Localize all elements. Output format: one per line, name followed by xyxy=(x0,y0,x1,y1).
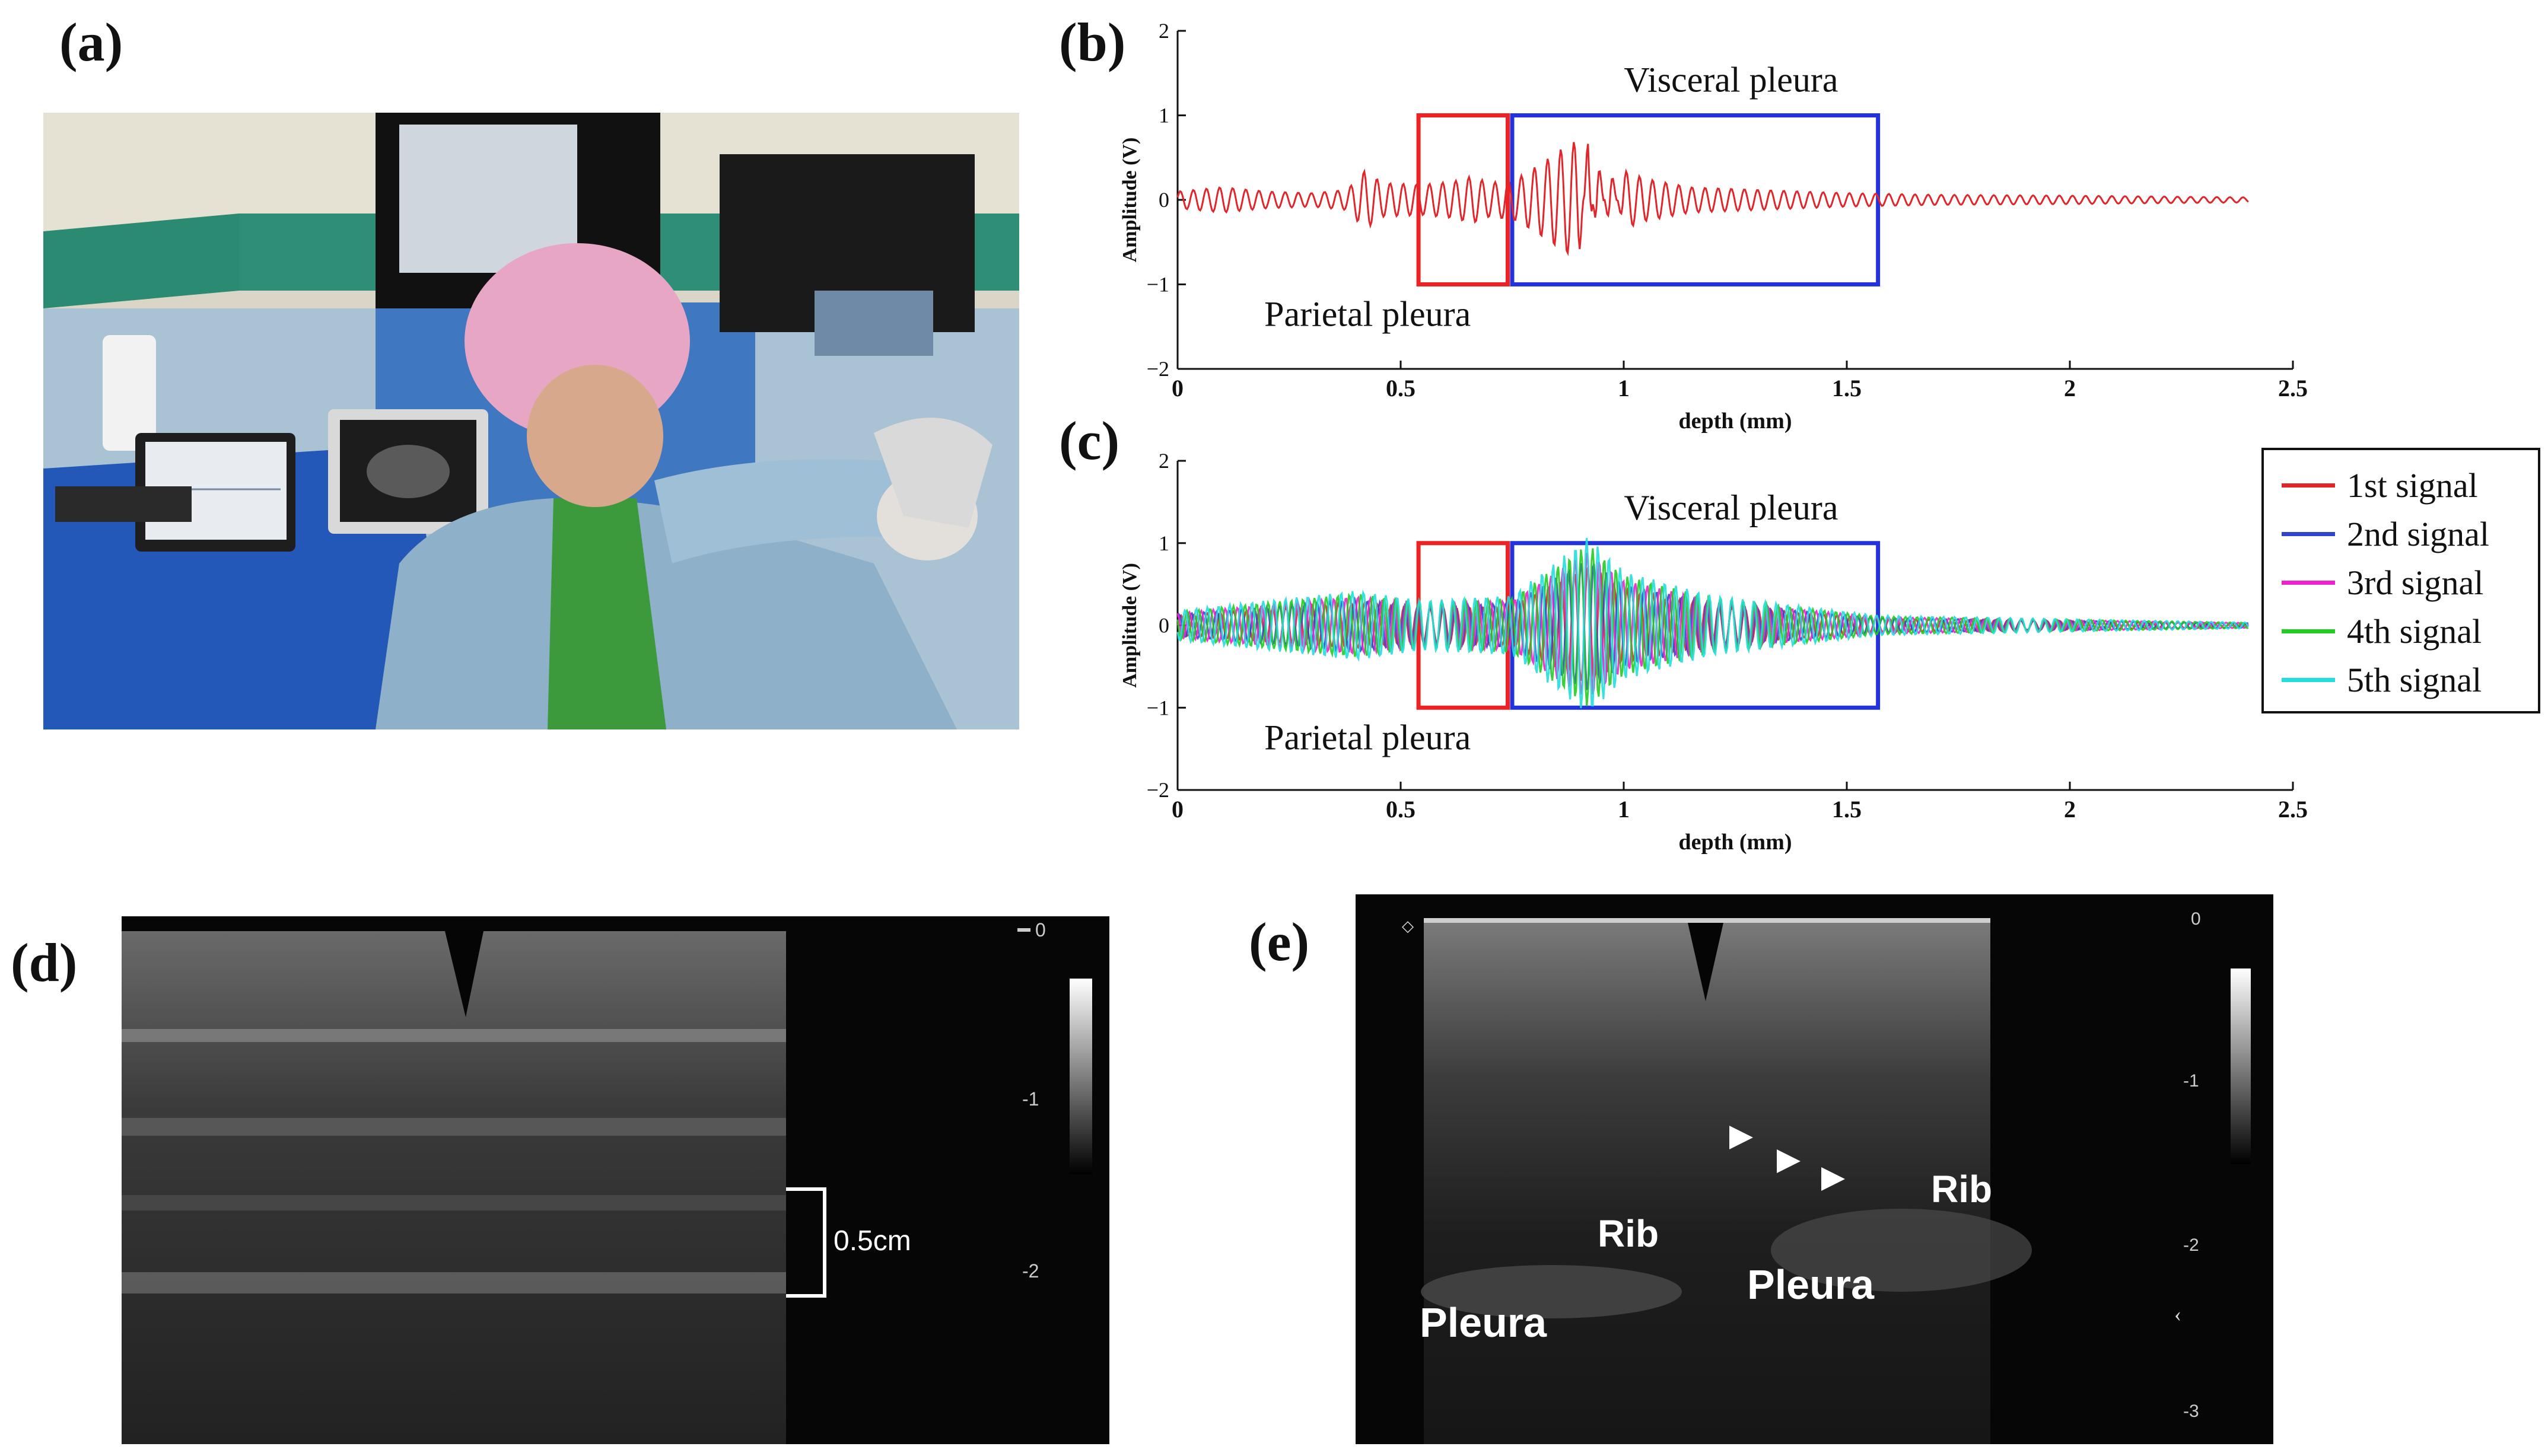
depth-tick-e-3: -3 xyxy=(2183,1401,2199,1421)
y-tick-label: −1 xyxy=(1147,273,1169,297)
parietal-pleura-box xyxy=(1416,113,1510,286)
legend-swatch-3rd xyxy=(2282,581,2335,585)
y-tick-label: 1 xyxy=(1159,104,1169,128)
panel-label-a: (a) xyxy=(59,12,123,72)
ultrasound-image-d: 0.5cm 0 -1 -2 xyxy=(122,916,1109,1444)
x-tick-label: 0 xyxy=(1172,796,1184,823)
y-tick-label: 1 xyxy=(1159,531,1169,555)
x-tick-label: 1 xyxy=(1618,796,1630,823)
legend-label-5th: 5th signal xyxy=(2347,661,2482,699)
ultrasound-image-e: ◇ ‹ Rib Rib Pleura Pleura 0 -1 -2 -3 xyxy=(1356,894,2273,1444)
x-tick-label: 0.5 xyxy=(1386,375,1415,402)
legend-entry: 2nd signal xyxy=(2264,509,2538,557)
x-tick-label: 2 xyxy=(2064,796,2076,823)
y-tick-label: −2 xyxy=(1147,778,1169,802)
x-tick-label: 1.5 xyxy=(1832,375,1862,402)
legend-label-3rd: 3rd signal xyxy=(2347,563,2484,602)
scale-label-d: 0.5cm xyxy=(834,1225,911,1257)
depth-tick-d-2: -2 xyxy=(1022,1260,1039,1282)
y-tick-label: 0 xyxy=(1159,188,1169,212)
x-axis-label: depth (mm) xyxy=(1678,409,1792,434)
signal-line-single xyxy=(1176,142,2249,256)
legend-swatch-2nd xyxy=(2282,532,2335,536)
y-tick-label: −1 xyxy=(1147,696,1169,719)
x-tick-label: 2.5 xyxy=(2278,796,2308,823)
legend-entry: 5th signal xyxy=(2264,655,2538,703)
chart-c-five-signals: 0 0.5 1 1.5 2 2.5 2 1 0 −1 −2 depth (mm) Amplitude (… xyxy=(1121,449,2308,855)
x-tick-label: 2.5 xyxy=(2278,375,2308,402)
legend-swatch-5th xyxy=(2282,678,2335,682)
x-tick-label: 0.5 xyxy=(1386,796,1415,823)
parietal-pleura-box xyxy=(1416,541,1510,710)
legend-entry: 1st signal xyxy=(2264,461,2538,508)
y-tick-label: 0 xyxy=(1159,614,1169,638)
legend-label-4th: 4th signal xyxy=(2347,612,2482,651)
y-axis-label: Amplitude (V) xyxy=(1121,138,1141,263)
panel-label-c: (c) xyxy=(1059,410,1120,471)
panel-label-e: (e) xyxy=(1249,912,1310,972)
depth-tick-e-0: 0 xyxy=(2191,909,2201,929)
visceral-pleura-label: Visceral pleura xyxy=(1624,488,1838,527)
visceral-pleura-label: Visceral pleura xyxy=(1624,60,1838,100)
signal-line-5 xyxy=(1176,537,2250,709)
legend-entry: 4th signal xyxy=(2264,607,2538,654)
legend-label-2nd: 2nd signal xyxy=(2347,515,2490,553)
rib-label-right: Rib xyxy=(1931,1168,1993,1210)
chart-c-legend: 1st signal 2nd signal 3rd signal 4th sig… xyxy=(2261,448,2540,713)
parietal-pleura-label: Parietal pleura xyxy=(1264,718,1471,757)
depth-tick-e-2: -2 xyxy=(2183,1235,2199,1255)
x-axis-label: depth (mm) xyxy=(1678,830,1792,855)
y-tick-label: −2 xyxy=(1147,357,1169,381)
chart-b-single-signal: 0 0.5 1 1.5 2 2.5 2 1 0 −1 −2 depth (mm) Amplitude (… xyxy=(1121,24,2308,434)
depth-tick-d-1: -1 xyxy=(1022,1088,1039,1110)
panel-label-b: (b) xyxy=(1059,12,1126,72)
x-tick-label: 2 xyxy=(2064,375,2076,402)
svg-text:‹: ‹ xyxy=(2174,1302,2181,1326)
depth-tick-e-1: -1 xyxy=(2183,1071,2199,1091)
parietal-pleura-label: Parietal pleura xyxy=(1264,295,1471,334)
y-tick-label: 2 xyxy=(1159,24,1169,43)
depth-tick-d-0: 0 xyxy=(1035,919,1046,941)
legend-swatch-1st xyxy=(2282,483,2335,488)
rib-label-left: Rib xyxy=(1598,1212,1659,1255)
pleura-label-right: Pleura xyxy=(1747,1261,1874,1308)
operating-room-photo xyxy=(43,113,1019,729)
legend-swatch-4th xyxy=(2282,629,2335,633)
pleura-label-left: Pleura xyxy=(1420,1299,1547,1346)
panel-label-d: (d) xyxy=(11,932,78,993)
legend-entry: 3rd signal xyxy=(2264,558,2538,606)
legend-label-1st: 1st signal xyxy=(2347,466,2478,505)
x-tick-label: 1.5 xyxy=(1832,796,1862,823)
svg-text:◇: ◇ xyxy=(1402,917,1414,935)
x-tick-label: 0 xyxy=(1172,375,1184,402)
y-axis-label: Amplitude (V) xyxy=(1121,563,1141,688)
x-tick-label: 1 xyxy=(1618,375,1630,402)
y-tick-label: 2 xyxy=(1159,449,1169,473)
